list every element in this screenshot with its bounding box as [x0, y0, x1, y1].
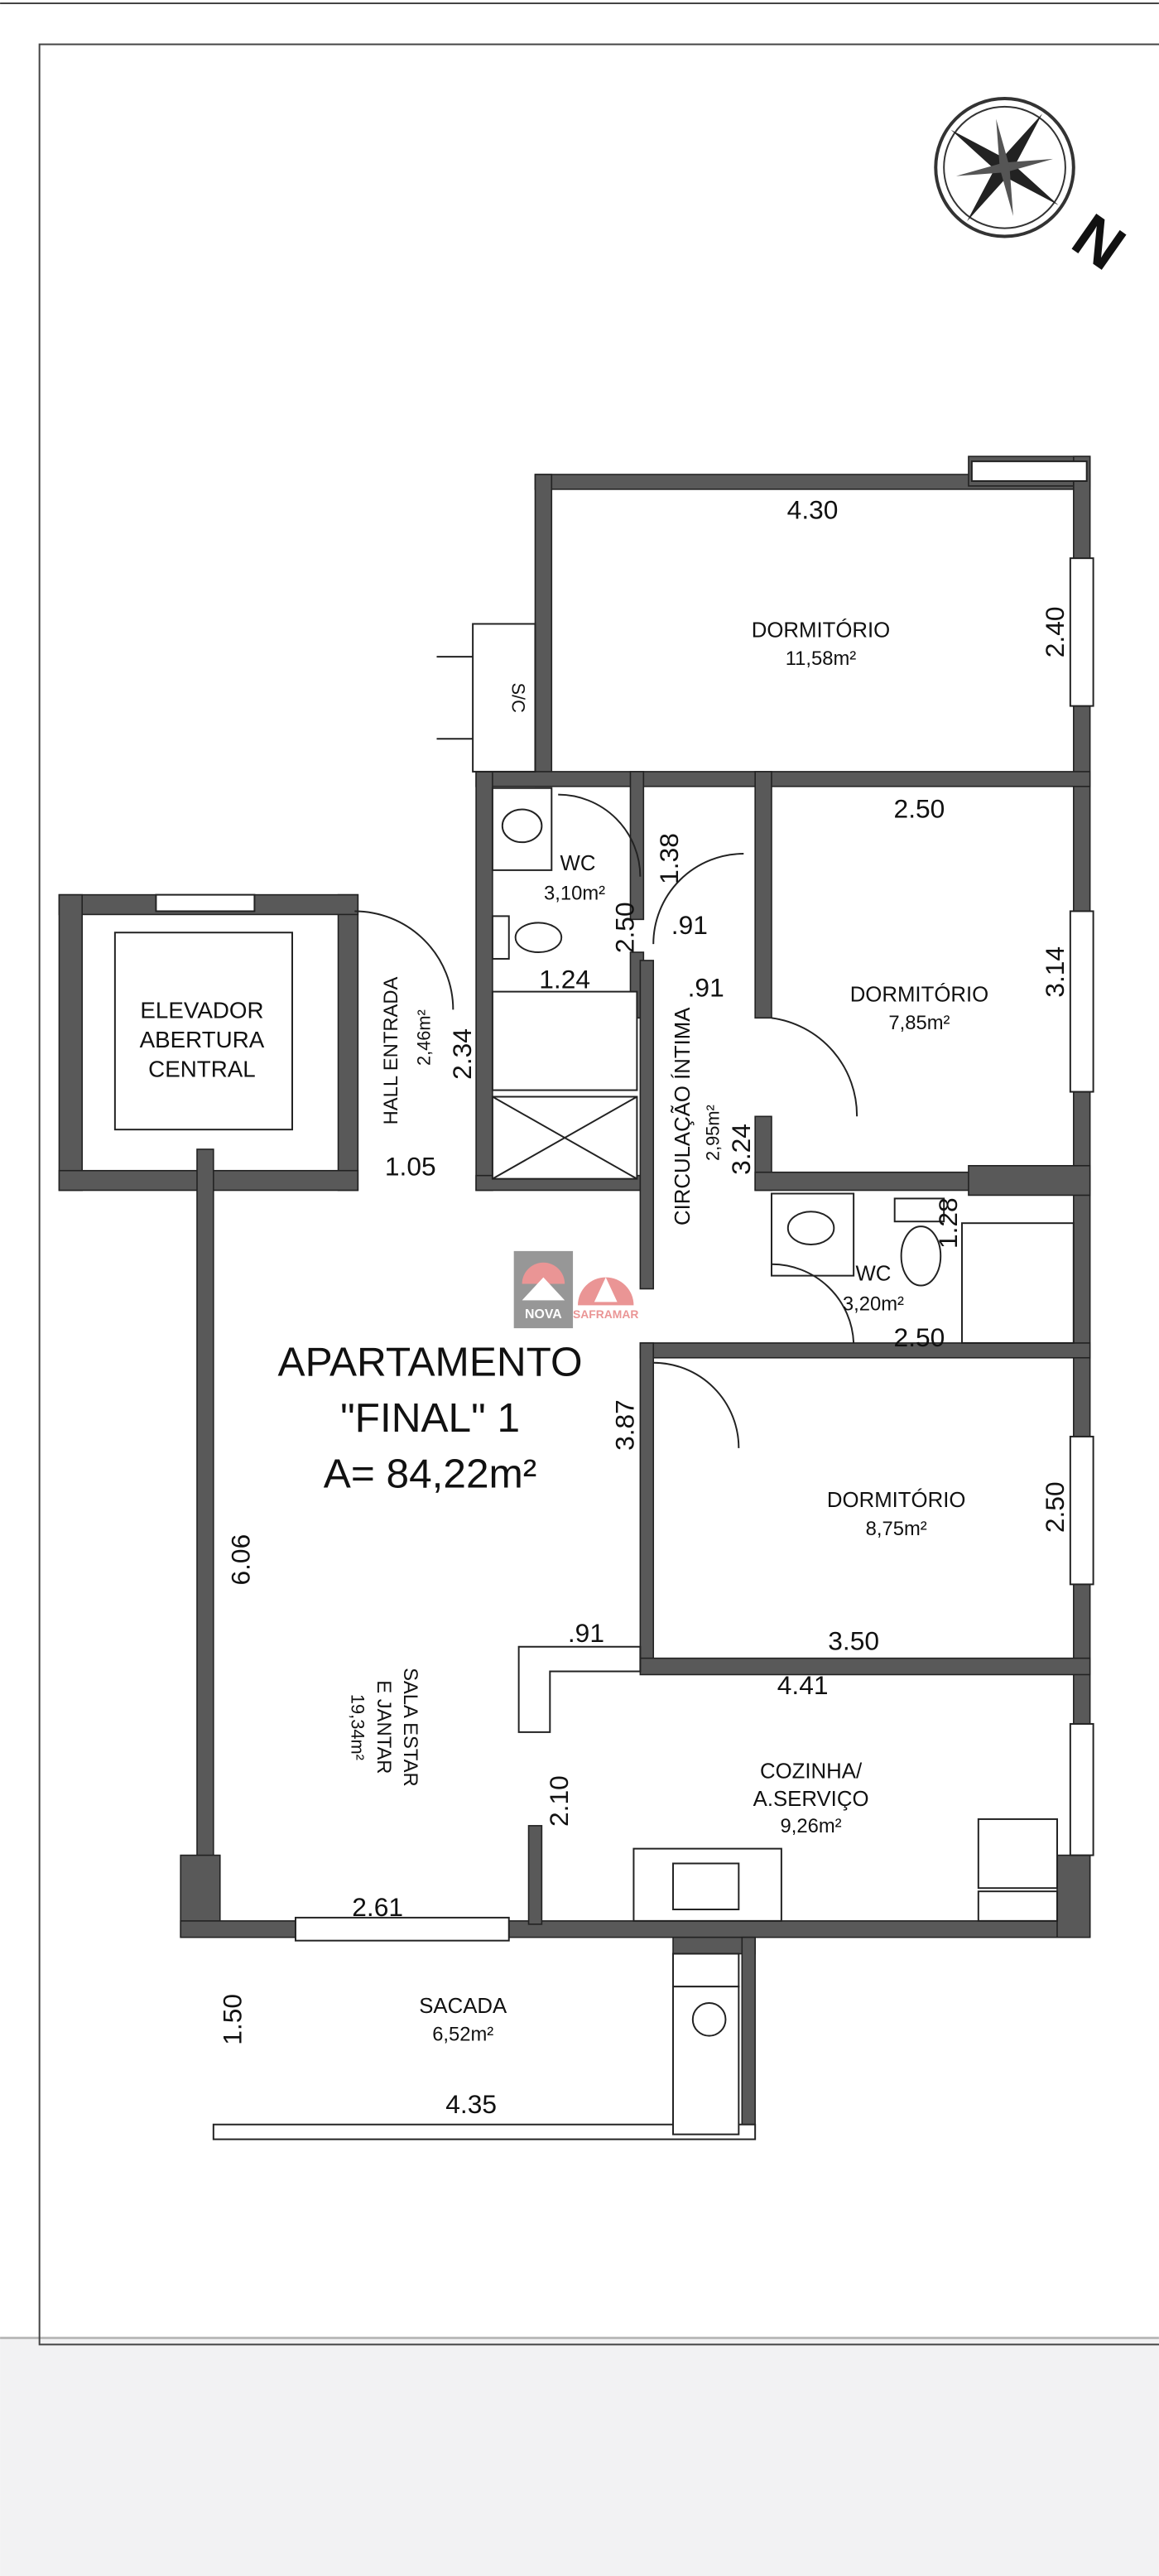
dim: .91	[568, 1618, 604, 1648]
dim: 2.50	[1040, 1481, 1070, 1533]
room-kitchen-name2: A.SERVIÇO	[753, 1788, 869, 1811]
drawing-frame	[38, 43, 1159, 2346]
apartment-subtitle: "FINAL" 1	[340, 1394, 520, 1441]
room-living-name2: E JANTAR	[373, 1680, 395, 1774]
dim: .91	[671, 910, 708, 940]
dim: 3.50	[828, 1626, 879, 1656]
dim: 2.50	[894, 793, 945, 823]
dim: 2.50	[609, 902, 639, 953]
dimensions: 4.30 2.40 2.50 3.14 1.38 .91 2.50 1.24 2…	[218, 495, 1070, 2119]
room-kitchen-name: COZINHA/	[760, 1760, 863, 1783]
dim: 2.50	[894, 1322, 945, 1352]
room-circ-name: CIRCULAÇÃO ÍNTIMA	[671, 1007, 695, 1225]
room-balcony-name: SACADA	[419, 1995, 507, 2018]
footer-area	[0, 2338, 1159, 2576]
dim: 4.30	[787, 495, 839, 525]
room-wc2-area: 3,20m²	[843, 1293, 904, 1315]
elevator-label-3: CENTRAL	[148, 1057, 256, 1082]
room-living-name: SALA ESTAR	[399, 1668, 421, 1787]
walls	[58, 455, 1091, 2135]
dim: .91	[688, 973, 724, 1003]
compass-icon	[934, 96, 1075, 238]
apartment-title: APARTAMENTO	[278, 1339, 583, 1385]
room-wc2-name: WC	[855, 1263, 891, 1286]
nova-freitas-logo: NOVA	[513, 1250, 574, 1329]
dim: 1.38	[654, 833, 684, 884]
shaft-label: S/C	[508, 683, 529, 713]
room-wc1-area: 3,10m²	[544, 883, 605, 905]
dim: 4.41	[777, 1670, 829, 1700]
elevator-label-2: ABERTURA	[140, 1027, 265, 1052]
room-hall-area: 2,46m²	[414, 1009, 435, 1066]
dim: 2.34	[447, 1028, 477, 1080]
svg-text:SAFRAMAR: SAFRAMAR	[573, 1307, 638, 1321]
room-dorm1-name: DORMITÓRIO	[752, 618, 890, 642]
room-hall-name: HALL ENTRADA	[380, 976, 402, 1124]
room-wc1-name: WC	[560, 852, 596, 875]
room-dorm3-name: DORMITÓRIO	[827, 1488, 965, 1512]
dim: 2.10	[544, 1775, 574, 1827]
svg-text:NOVA: NOVA	[525, 1307, 562, 1322]
dim: 3.14	[1040, 946, 1070, 998]
room-labels: DORMITÓRIO 11,58m² DORMITÓRIO 7,85m² DOR…	[140, 618, 989, 2045]
room-dorm2-area: 7,85m²	[888, 1012, 950, 1034]
room-balcony-area: 6,52m²	[432, 2024, 493, 2046]
room-dorm3-area: 8,75m²	[866, 1518, 927, 1540]
apartment-area: A= 84,22m²	[324, 1450, 537, 1496]
dim: 2.61	[352, 1892, 403, 1922]
dim: 1.28	[933, 1197, 963, 1249]
room-circ-area: 2,95m²	[703, 1105, 724, 1161]
room-kitchen-area: 9,26m²	[781, 1815, 842, 1837]
saframar-logo: SAFRAMAR	[573, 1277, 638, 1321]
room-dorm2-name: DORMITÓRIO	[850, 983, 988, 1007]
dim: 2.40	[1040, 607, 1070, 658]
room-living-area: 19,34m²	[347, 1694, 368, 1760]
dim: 3.24	[726, 1124, 756, 1175]
fixtures	[113, 787, 1075, 2135]
dim: 4.35	[445, 2089, 497, 2119]
dim: 3.87	[609, 1399, 639, 1451]
dim: 1.50	[218, 1994, 248, 2045]
windows	[155, 460, 1094, 2140]
elevator-label-1: ELEVADOR	[140, 997, 263, 1023]
dim: 6.06	[225, 1534, 255, 1586]
dim: 1.24	[539, 965, 590, 994]
dim: 1.05	[385, 1152, 436, 1182]
room-dorm1-area: 11,58m²	[786, 648, 857, 670]
